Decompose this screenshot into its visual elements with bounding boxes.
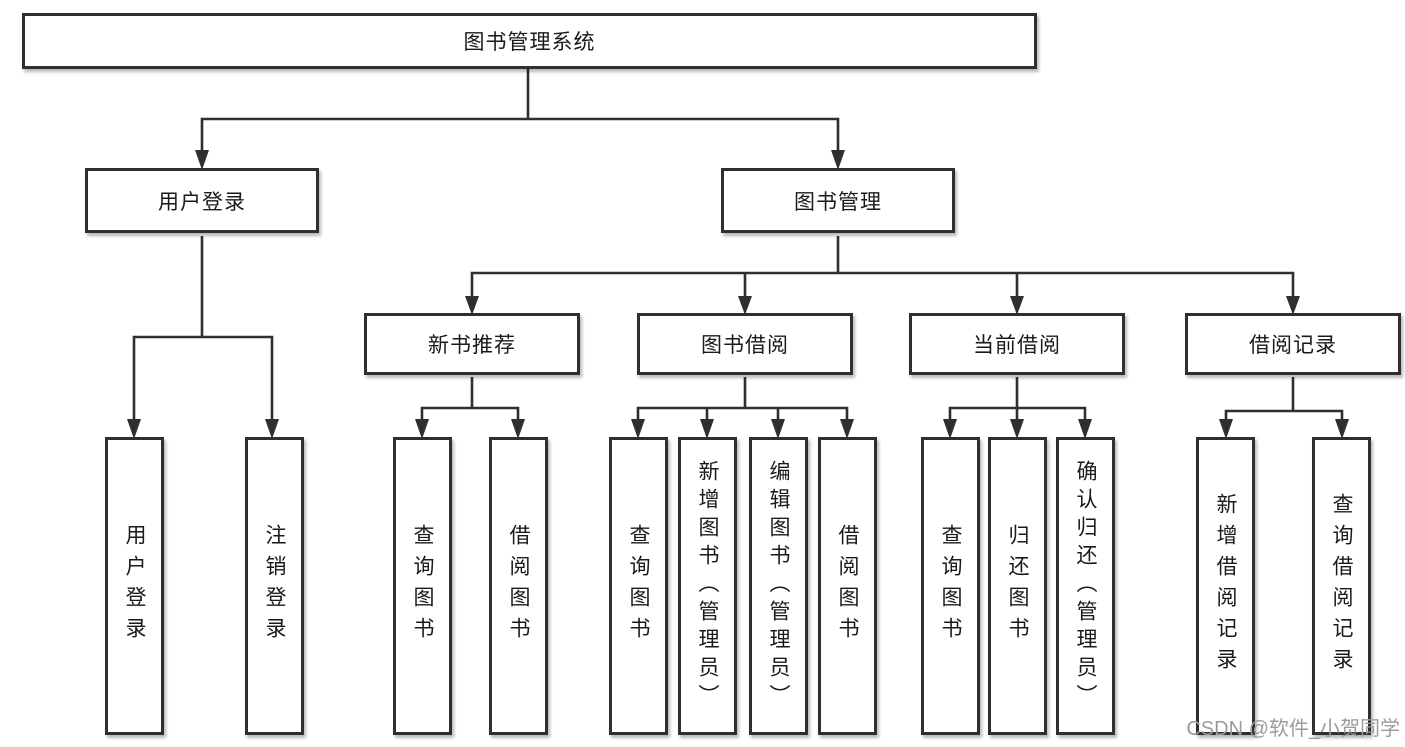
leaf-add-borrow-record: 新增借阅记录: [1196, 437, 1255, 735]
leaf-logout: 注销登录: [245, 437, 304, 735]
leaf-query-books-current: 查询图书: [921, 437, 980, 735]
leaf-query-books-recommend: 查询图书: [393, 437, 452, 735]
node-book-borrowing: 图书借阅: [637, 313, 853, 375]
tree-edges: [132, 69, 1344, 422]
leaf-borrow-books-recommend-label: 借阅图书: [507, 524, 530, 648]
node-book-management: 图书管理: [721, 168, 955, 233]
arrow-heads: [127, 150, 1349, 439]
node-user-login-label: 用户登录: [158, 190, 246, 214]
leaf-add-books-admin: 新增图书（管理员）: [678, 437, 737, 735]
leaf-return-books-label: 归还图书: [1006, 524, 1029, 648]
leaf-borrow-books-recommend: 借阅图书: [489, 437, 548, 735]
leaf-user-login-label: 用户登录: [123, 524, 146, 648]
node-borrowing-records-label: 借阅记录: [1249, 334, 1337, 357]
leaf-query-books-borrowing: 查询图书: [609, 437, 668, 735]
node-book-management-label: 图书管理: [794, 190, 882, 214]
leaf-logout-label: 注销登录: [263, 524, 286, 648]
leaf-edit-books-admin-label: 编辑图书（管理员）: [767, 460, 790, 712]
leaf-query-books-current-label: 查询图书: [939, 524, 962, 648]
watermark-text: CSDN @软件_小贺同学: [1186, 718, 1400, 740]
leaf-query-borrow-record-label: 查询借阅记录: [1330, 493, 1353, 679]
leaf-confirm-return-admin-label: 确认归还（管理员）: [1074, 460, 1097, 712]
node-current-borrowing-label: 当前借阅: [973, 334, 1061, 357]
leaf-query-borrow-record: 查询借阅记录: [1312, 437, 1371, 735]
node-user-login: 用户登录: [85, 168, 319, 233]
leaf-query-books-recommend-label: 查询图书: [411, 524, 434, 648]
leaf-borrow-books-borrowing-label: 借阅图书: [836, 524, 859, 648]
leaf-edit-books-admin: 编辑图书（管理员）: [749, 437, 808, 735]
node-borrowing-records: 借阅记录: [1185, 313, 1401, 375]
leaf-return-books: 归还图书: [988, 437, 1047, 735]
leaf-query-books-borrowing-label: 查询图书: [627, 524, 650, 648]
node-current-borrowing: 当前借阅: [909, 313, 1125, 375]
node-new-book-recommend: 新书推荐: [364, 313, 580, 375]
leaf-borrow-books-borrowing: 借阅图书: [818, 437, 877, 735]
node-root-label: 图书管理系统: [463, 31, 596, 54]
leaf-user-login: 用户登录: [105, 437, 164, 735]
node-root: 图书管理系统: [22, 13, 1037, 69]
leaf-add-books-admin-label: 新增图书（管理员）: [696, 460, 719, 712]
leaf-confirm-return-admin: 确认归还（管理员）: [1056, 437, 1115, 735]
leaf-add-borrow-record-label: 新增借阅记录: [1214, 493, 1237, 679]
node-book-borrowing-label: 图书借阅: [701, 334, 789, 357]
node-new-book-recommend-label: 新书推荐: [428, 334, 516, 357]
